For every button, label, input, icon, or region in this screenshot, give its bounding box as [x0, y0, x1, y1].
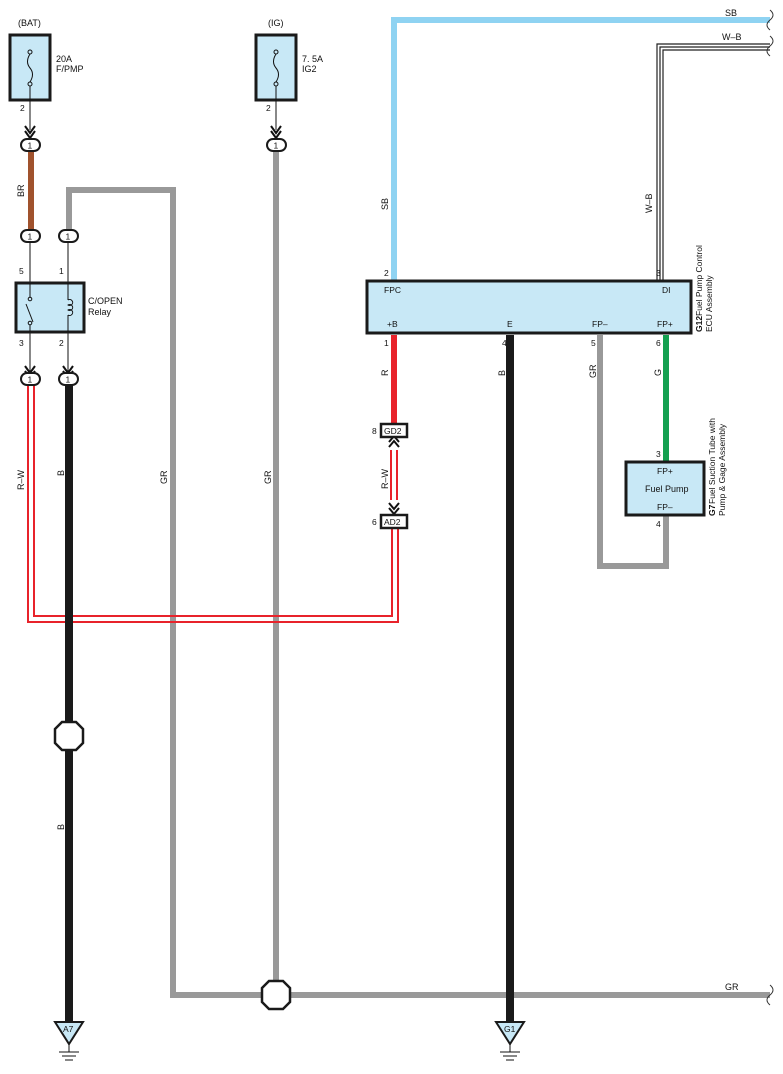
- wire-label-gr: GR: [159, 470, 169, 484]
- ecu-name: ECU Assembly: [704, 275, 714, 332]
- ecu-pin: 2: [384, 268, 389, 278]
- ecu-term-plusb: +B: [387, 319, 398, 329]
- wire-label-gr: GR: [725, 982, 739, 992]
- ecu-term-fpminus: FP–: [592, 319, 608, 329]
- wire-label-b: B: [56, 824, 66, 830]
- relay-name: C/OPEN: [88, 296, 123, 306]
- connector-label: 1: [66, 232, 71, 242]
- fuse-name-fpmp: F/PMP: [56, 64, 84, 74]
- wire-label-rw: R–W: [16, 469, 26, 490]
- wire-label-wb: W–B: [644, 193, 654, 213]
- ground-g1: [494, 1021, 526, 1061]
- ecu-term-e: E: [507, 319, 513, 329]
- wire-label-sb: SB: [725, 8, 737, 18]
- wire-label-br: BR: [16, 184, 26, 197]
- wire-label-b: B: [497, 370, 507, 376]
- connector-ad2-label: AD2: [384, 517, 401, 527]
- connector-label: 1: [28, 232, 33, 242]
- ground-a7-label: A7: [63, 1024, 74, 1034]
- ecu-pin: 6: [656, 338, 661, 348]
- pump-name: Pump & Gage Assembly: [717, 423, 727, 516]
- fuse-pin-ig2: 2: [266, 103, 271, 113]
- gr-wire-fpminus: [597, 335, 669, 569]
- wire-label-wb: W–B: [722, 32, 742, 42]
- ecu-pin: 4: [502, 338, 507, 348]
- ground-a7: [53, 1021, 85, 1061]
- connector-gd2-label: GD2: [384, 426, 402, 436]
- fuel-pump-box: [624, 460, 706, 517]
- connector-label: 1: [274, 141, 279, 151]
- relay-c-open: [14, 281, 86, 334]
- ecu-pin: 5: [591, 338, 596, 348]
- fuse-source-bat: (BAT): [18, 18, 41, 28]
- wb-wire: [656, 43, 770, 283]
- fuse-pin-fpmp: 2: [20, 103, 25, 113]
- connector-label: 1: [28, 141, 33, 151]
- connector-gd2-pin: 8: [372, 426, 377, 436]
- sb-wire: [391, 17, 770, 283]
- ecu-code: G12: [694, 316, 704, 332]
- wire-label-b: B: [56, 470, 66, 476]
- ecu-term-di: DI: [662, 285, 671, 295]
- connector-label: 1: [66, 375, 71, 385]
- wire-label-g: G: [653, 369, 663, 376]
- wire-label-gr: GR: [263, 470, 273, 484]
- wire-label-gr: GR: [588, 364, 598, 378]
- connector-label: 1: [28, 375, 33, 385]
- fuse-rating-fpmp: 20A: [56, 54, 72, 64]
- pump-pin-bottom: 4: [656, 519, 661, 529]
- pump-pin-top: 3: [656, 449, 661, 459]
- pump-term-fpplus: FP+: [657, 466, 673, 476]
- junction-gr: [260, 979, 292, 1011]
- relay-name: Relay: [88, 307, 112, 317]
- junction-b: [53, 720, 85, 752]
- relay-pin1: 1: [59, 266, 64, 276]
- wire-label-r: R: [380, 369, 390, 376]
- wire-label-sb: SB: [380, 198, 390, 210]
- relay-pin2: 2: [59, 338, 64, 348]
- oval-connectors: [20, 138, 287, 386]
- fuse-rating-ig2: 7. 5A: [302, 54, 323, 64]
- gr-wire-relay: [66, 187, 770, 998]
- relay-pin5: 5: [19, 266, 24, 276]
- wire-break-marks: [766, 9, 774, 1006]
- pump-label: Fuel Pump: [645, 484, 689, 494]
- fuse-source-ig: (IG): [268, 18, 284, 28]
- ground-g1-label: G1: [504, 1024, 516, 1034]
- relay-pin3: 3: [19, 338, 24, 348]
- ecu-pin: 1: [384, 338, 389, 348]
- rw-wire-mid: [390, 450, 398, 500]
- ecu-term-fpplus: FP+: [657, 319, 673, 329]
- connector-ad2: [379, 513, 409, 530]
- rw-wire: [27, 385, 399, 623]
- wire-label-rw: R–W: [380, 468, 390, 489]
- connector-gd2: [379, 422, 409, 439]
- fuse-name-ig2: IG2: [302, 64, 317, 74]
- ecu-name: Fuel Pump Control: [694, 245, 704, 316]
- pump-term-fpminus: FP–: [657, 502, 673, 512]
- pump-code: G7: [707, 504, 717, 516]
- ecu-term-fpc: FPC: [384, 285, 401, 295]
- ecu-box: [365, 279, 693, 335]
- pump-name: Fuel Suction Tube with: [707, 418, 717, 504]
- ecu-pin: 3: [656, 268, 661, 278]
- connector-ad2-pin: 6: [372, 517, 377, 527]
